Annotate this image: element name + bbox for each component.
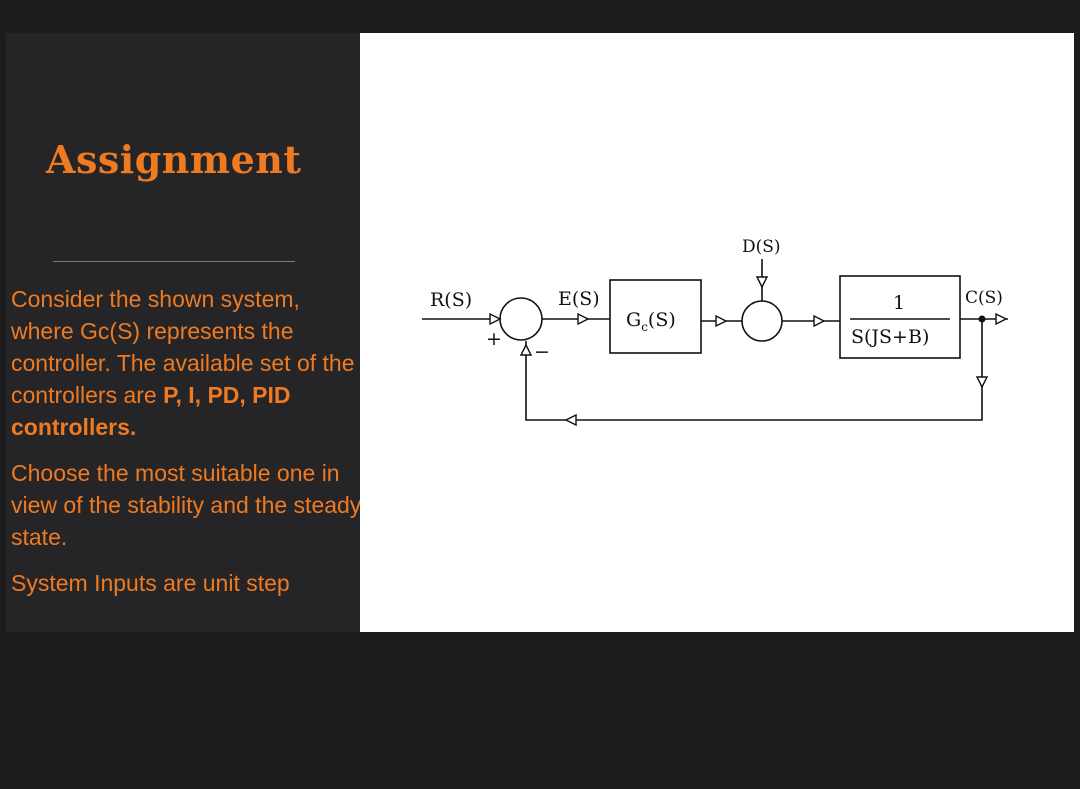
label-minus: −	[534, 341, 550, 363]
slide: Assignment Consider the shown system, wh…	[6, 33, 1074, 632]
arrow-error	[577, 312, 590, 326]
text-panel: Assignment Consider the shown system, wh…	[6, 33, 363, 632]
diagram-panel: R(S) + − E(S) Gc(S) D(S) 1 S(JS+B) C(S)	[360, 33, 1074, 632]
summing-junction	[499, 297, 543, 341]
controller-list: P, I, PD, PID controllers.	[11, 382, 291, 440]
arrow-controller-out	[715, 314, 728, 328]
paragraph-inputs: System Inputs are unit step	[11, 570, 290, 596]
disturbance-junction	[741, 300, 783, 342]
paragraph-controllers: Consider the shown system, where Gc(S) r…	[11, 283, 363, 443]
label-error: E(S)	[558, 288, 600, 310]
label-plant-numerator: 1	[893, 292, 905, 314]
slide-title: Assignment	[46, 137, 302, 182]
label-plus: +	[486, 328, 502, 350]
feedback-path	[525, 319, 983, 421]
label-input: R(S)	[430, 289, 472, 311]
arrow-output	[995, 312, 1008, 326]
arrow-feedback-down	[975, 376, 989, 389]
arrow-into-sum	[489, 312, 502, 326]
output-takeoff-point	[978, 315, 986, 323]
controller-block	[609, 279, 702, 354]
arrow-plant-in	[813, 314, 826, 328]
label-plant-denominator: S(JS+B)	[851, 326, 929, 348]
arrow-feedback-up	[519, 343, 533, 356]
title-divider	[53, 261, 295, 262]
label-controller: Gc(S)	[626, 309, 676, 334]
paragraph-controllers-text: Consider the shown system, where Gc(S) r…	[11, 286, 355, 408]
block-diagram: R(S) + − E(S) Gc(S) D(S) 1 S(JS+B) C(S)	[422, 237, 1008, 427]
label-output: C(S)	[965, 288, 1003, 308]
paragraph-task: Choose the most suitable one in view of …	[11, 460, 362, 550]
arrow-feedback-left	[564, 413, 577, 427]
slide-body: Consider the shown system, where Gc(S) r…	[11, 283, 363, 613]
arrow-disturbance	[755, 276, 769, 289]
plant-block	[839, 275, 961, 359]
label-disturbance: D(S)	[742, 237, 781, 257]
